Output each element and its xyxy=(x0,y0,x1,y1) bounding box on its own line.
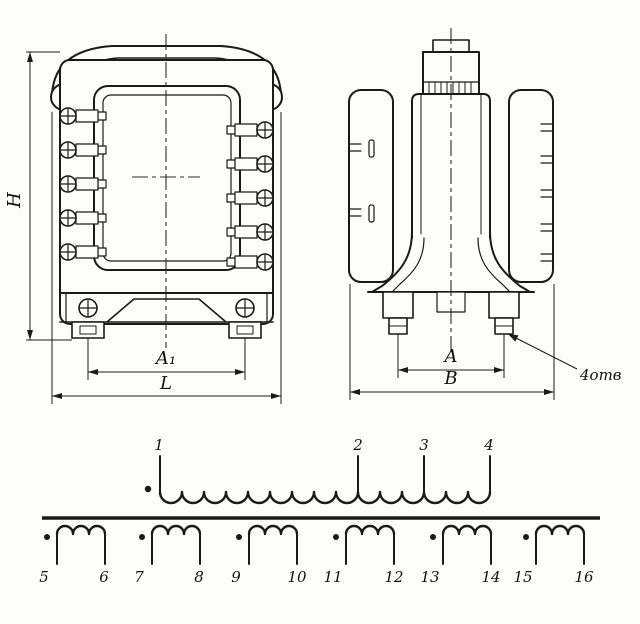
terminal-label-1: 1 xyxy=(154,436,164,454)
terminal-marks-left xyxy=(348,139,375,223)
phase-dot xyxy=(430,534,436,540)
holes-callout: 4отв xyxy=(508,334,622,384)
terminal-label-5: 5 xyxy=(39,568,49,586)
dim-label-a: A xyxy=(443,346,458,367)
phase-dot xyxy=(333,534,339,540)
dim-A1: A₁ xyxy=(87,338,246,380)
dim-label-l: L xyxy=(159,373,172,394)
secondary-winding-3: 9 10 xyxy=(231,524,307,586)
dim-A: A xyxy=(397,334,505,378)
primary-phase-dot xyxy=(144,485,152,493)
side-foot-left xyxy=(382,291,414,319)
terminal-marks-right xyxy=(540,123,554,262)
terminal-label-4: 4 xyxy=(483,436,494,454)
primary-winding: 1 2 3 4 xyxy=(144,436,494,505)
secondary-winding-5: 13 14 xyxy=(420,524,501,586)
terminal-label-16: 16 xyxy=(574,568,594,586)
base-trapezoid xyxy=(106,298,227,323)
terminal-lug xyxy=(226,189,274,207)
terminal-label-6: 6 xyxy=(99,568,109,586)
dim-label-h: H xyxy=(4,192,25,209)
primary-coil xyxy=(158,490,492,505)
phase-dot xyxy=(236,534,242,540)
dim-B: B xyxy=(349,284,555,400)
secondary-winding-2: 7 8 xyxy=(134,524,204,586)
center-lines-front xyxy=(132,34,200,348)
secondary-winding-6: 15 16 xyxy=(513,524,594,586)
terminal-lug xyxy=(59,209,107,227)
terminal-lug xyxy=(59,243,107,261)
terminals-left xyxy=(59,107,107,261)
secondary-winding-4: 11 12 xyxy=(323,524,404,586)
terminal-label-7: 7 xyxy=(134,568,144,586)
phase-dot xyxy=(139,534,145,540)
secondary-winding-1: 5 6 xyxy=(39,524,109,586)
terminal-label-2: 2 xyxy=(352,436,363,454)
terminal-label-9: 9 xyxy=(231,568,241,586)
terminal-label-13: 13 xyxy=(420,568,439,586)
terminal-label-14: 14 xyxy=(481,568,500,586)
lamination-stack-left xyxy=(348,89,394,283)
front-view: H A₁ L xyxy=(4,34,283,404)
coil-body xyxy=(411,93,491,239)
terminal-lug xyxy=(59,107,107,125)
winding-schematic: 1 2 3 4 5 6 7 8 9 10 xyxy=(39,436,600,586)
lamination-stack-right xyxy=(508,89,554,283)
foot-slot-right xyxy=(236,325,254,335)
holes-label: 4отв xyxy=(579,366,622,384)
dim-L: L xyxy=(51,112,282,404)
terminal-lug xyxy=(59,141,107,159)
terminal-label-12: 12 xyxy=(384,568,403,586)
dim-label-a1: A₁ xyxy=(154,348,176,369)
terminal-label-15: 15 xyxy=(513,568,532,586)
terminal-lug xyxy=(226,155,274,173)
dim-H: H xyxy=(4,51,72,341)
dim-label-b: B xyxy=(443,368,457,389)
foot-slot-left xyxy=(79,325,97,335)
terminal-lug xyxy=(226,223,274,241)
mounting-base xyxy=(59,292,274,339)
side-foot-right xyxy=(488,291,520,319)
side-view: A B 4отв xyxy=(348,28,622,400)
terminal-lug xyxy=(59,175,107,193)
phase-dot xyxy=(44,534,50,540)
terminal-label-11: 11 xyxy=(323,568,342,586)
terminals-right xyxy=(226,121,274,271)
phase-dot xyxy=(523,534,529,540)
terminal-lug xyxy=(226,253,274,271)
terminal-label-3: 3 xyxy=(419,436,429,454)
terminal-label-10: 10 xyxy=(287,568,307,586)
terminal-label-8: 8 xyxy=(194,568,204,586)
terminal-lug xyxy=(226,121,274,139)
